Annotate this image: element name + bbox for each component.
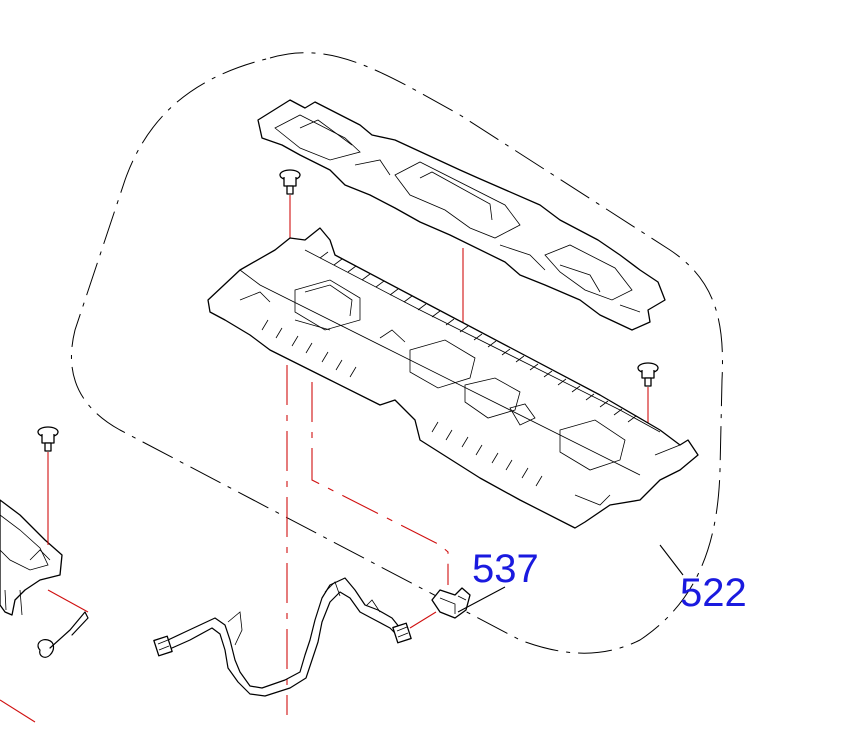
left-partial-assembly [0, 499, 63, 616]
small-spring-part [37, 589, 89, 658]
screw-top-left [279, 169, 301, 195]
cable-harness [167, 577, 401, 697]
harness-plug-left [153, 635, 173, 657]
screw-right [637, 362, 659, 387]
callout-label-537: 537 [472, 547, 539, 591]
callout-522-leader [659, 544, 684, 576]
frame-rib-teeth [319, 251, 637, 423]
callout-label-522: 522 [680, 571, 747, 615]
frame-underside-fins [261, 319, 543, 487]
connector-part-537 [431, 587, 471, 619]
main-frame-tray [207, 227, 699, 529]
harness-plug-right [392, 622, 412, 644]
assembly-boundary-outline [70, 52, 723, 654]
screw-left [37, 426, 59, 452]
callout-537-leader [457, 586, 506, 613]
upper-sheet-plate [257, 99, 666, 331]
